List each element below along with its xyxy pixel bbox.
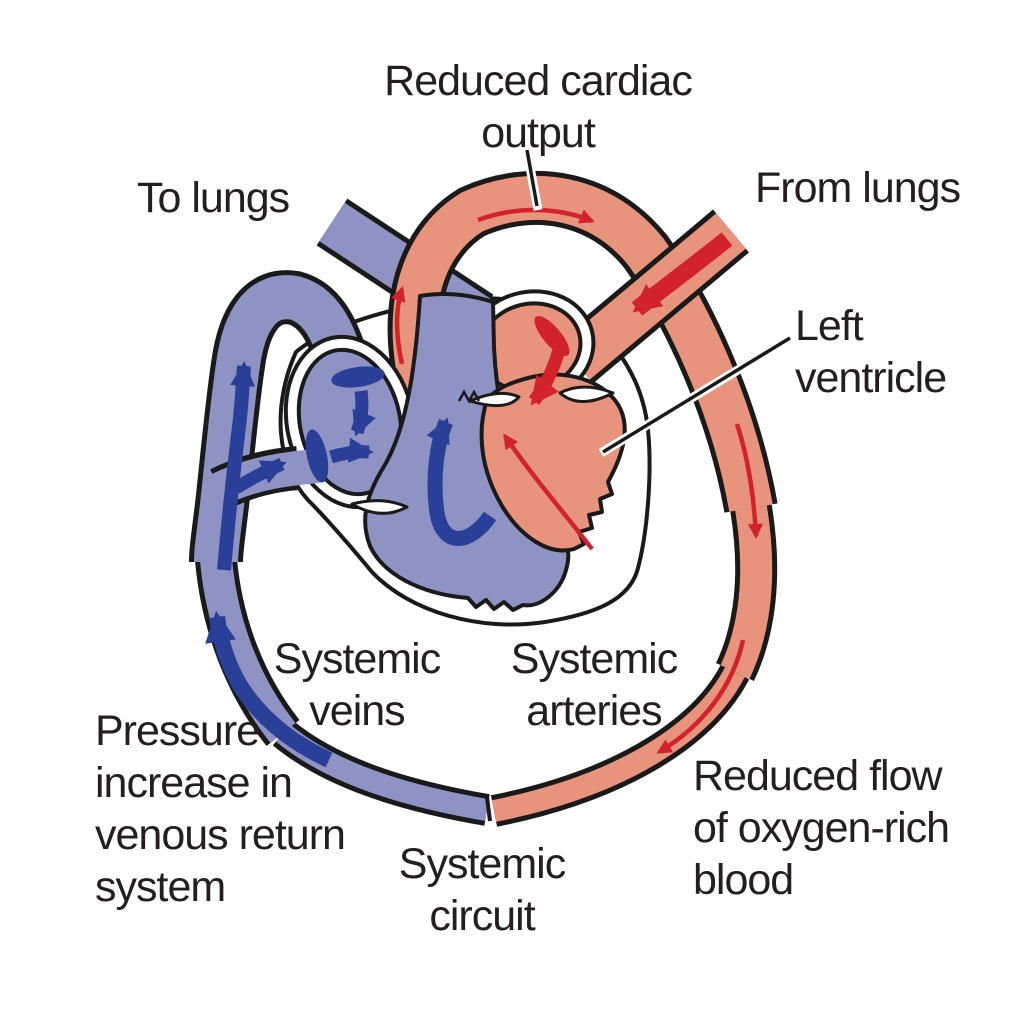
label-line: of oxygen-rich: [693, 804, 950, 852]
label-line: Pressure: [95, 707, 260, 755]
label-line: Systemic: [510, 635, 678, 683]
label-line: Systemic: [273, 635, 441, 683]
label-line: Systemic: [398, 840, 566, 888]
label-left-ventricle: Left ventricle: [795, 300, 947, 404]
pointer-line-left-ventricle: [598, 335, 792, 457]
label-line: increase in: [95, 759, 293, 807]
label-reduced-flow: Reduced flow of oxygen-rich blood: [693, 750, 950, 906]
label-systemic-veins: Systemic veins: [273, 633, 441, 737]
right-atrium-flow-arrows: [305, 366, 385, 483]
label-from-lungs: From lungs: [755, 162, 961, 214]
label-line: To lungs: [137, 174, 290, 222]
label-line: veins: [309, 687, 405, 735]
label-systemic-circuit: Systemic circuit: [398, 838, 566, 942]
venous-return-arrows: [205, 361, 333, 768]
label-line: blood: [693, 856, 794, 904]
label-reduced-cardiac-output: Reduced cardiac output: [384, 55, 693, 159]
label-systemic-arteries: Systemic arteries: [510, 633, 678, 737]
oxygenated-inflow-arrow: [631, 232, 733, 316]
label-line: venous return: [95, 811, 346, 859]
label-pressure-increase: Pressure increase in venous return syste…: [95, 705, 346, 913]
label-line: ventricle: [795, 354, 947, 402]
heart-valves: [350, 385, 615, 515]
left-atrium-flow-arrow: [528, 315, 570, 406]
label-line: Reduced flow: [693, 752, 943, 800]
label-line: From lungs: [755, 164, 961, 212]
label-line: Reduced cardiac: [384, 57, 693, 105]
right-ventricle-flow-arrow: [426, 417, 497, 546]
label-line: Left: [795, 302, 864, 350]
label-to-lungs: To lungs: [137, 172, 290, 224]
label-line: system: [95, 863, 226, 911]
label-line: circuit: [429, 892, 535, 940]
circuit-junction-divider: [485, 796, 492, 822]
label-line: output: [481, 109, 596, 157]
pointer-line-reduced-cardiac-output: [522, 149, 543, 211]
label-line: arteries: [526, 687, 662, 735]
